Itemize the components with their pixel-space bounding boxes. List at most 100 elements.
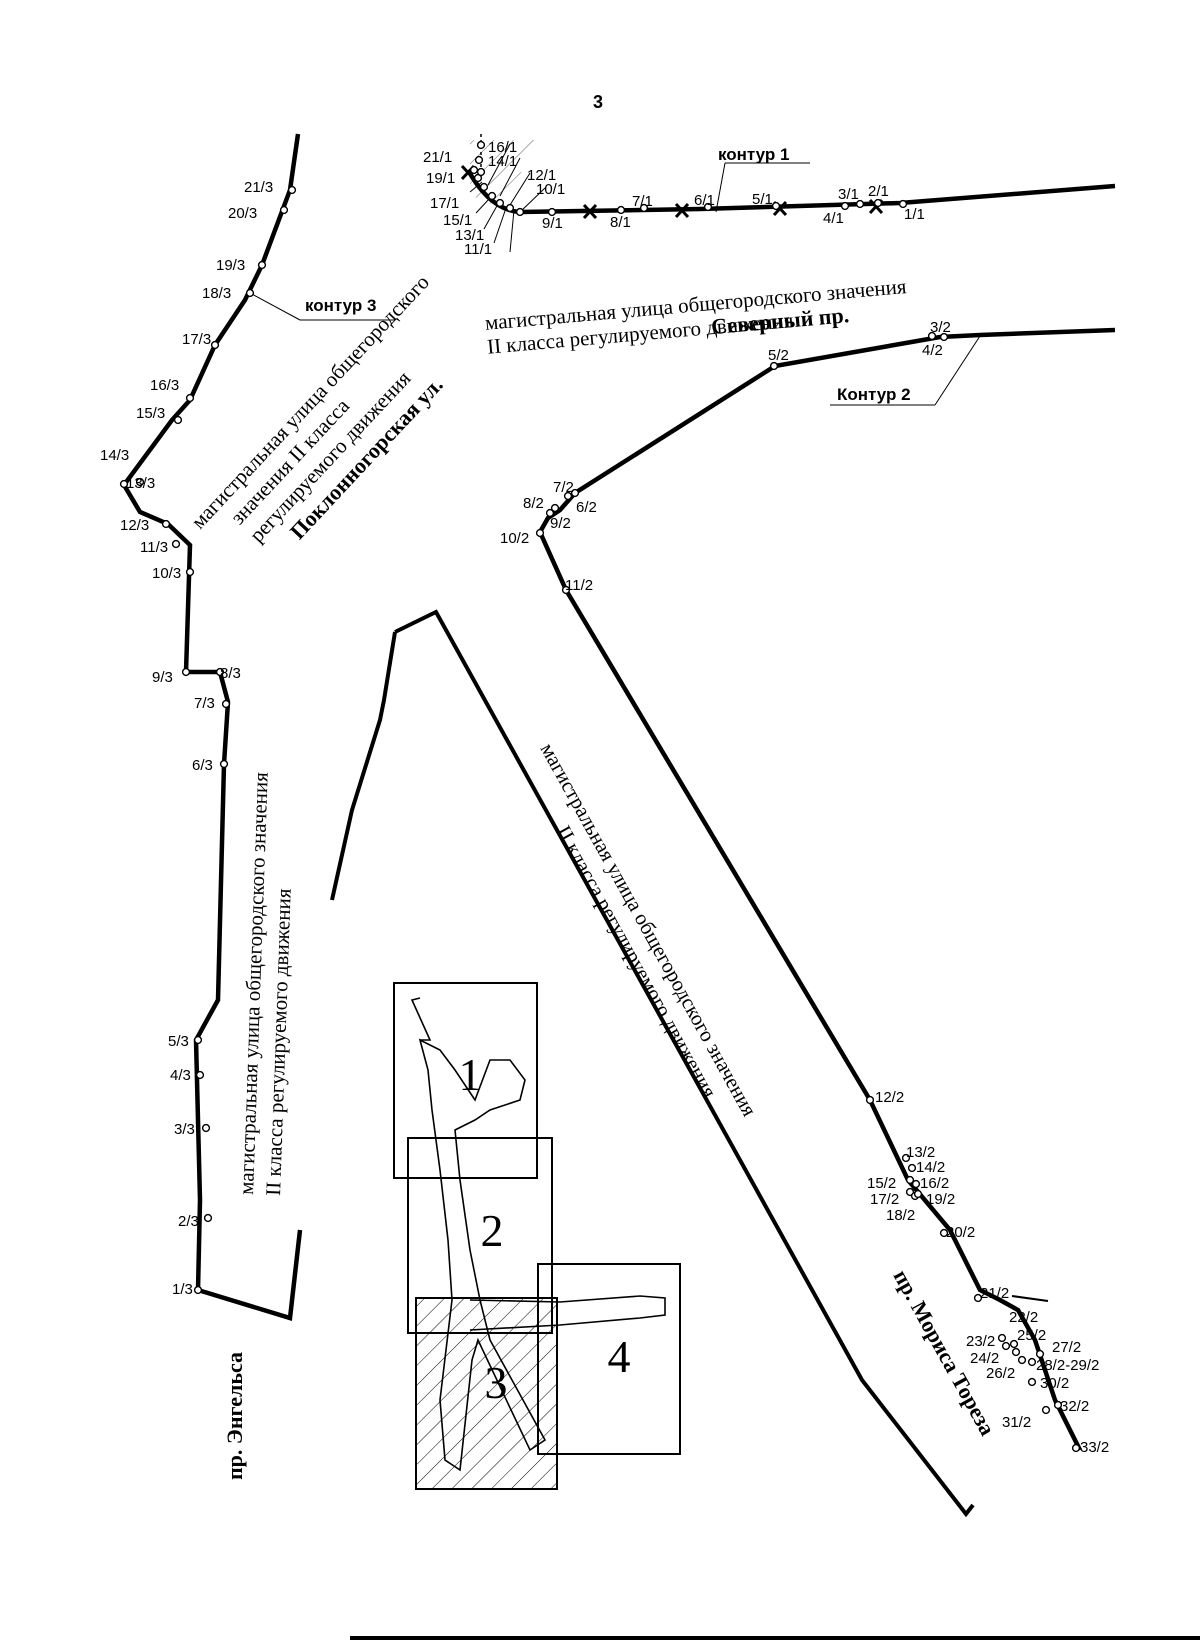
boundary-point-10-2: 10/2 <box>500 528 545 547</box>
boundary-point-label: 9/3 <box>152 669 173 686</box>
boundary-point-8-2: 8/2 <box>523 495 560 513</box>
boundary-point-label: 18/3 <box>202 285 231 302</box>
inset-diagram: 1 2 3 4 <box>393 982 681 1490</box>
boundary-point-31-2: 31/2 <box>1002 1405 1051 1431</box>
boundary-point-marker <box>855 199 865 209</box>
boundary-point-label: 19/3 <box>216 257 245 274</box>
boundary-point-marker <box>545 508 555 518</box>
boundary-point-33-2: 33/2 <box>1071 1439 1109 1456</box>
boundary-point-marker <box>769 361 779 371</box>
boundary-point-6-1: 6/1 <box>694 192 715 212</box>
boundary-point-32-2: 32/2 <box>1053 1398 1089 1415</box>
boundary-point-marker <box>898 199 908 209</box>
boundary-point-label: 9/2 <box>550 515 571 532</box>
boundary-point-marker <box>495 198 505 208</box>
boundary-point-label: 15/3 <box>136 405 165 422</box>
boundary-point-label: 16/1 <box>488 139 517 156</box>
boundary-point-marker <box>505 203 515 213</box>
boundary-point-26-2: 26/2 <box>986 1355 1027 1382</box>
boundary-point-8-1: 8/1 <box>610 205 631 231</box>
boundary-point-4-2: 4/2 <box>922 332 949 359</box>
boundary-point-9-2: 9/2 <box>545 508 571 532</box>
boundary-point-6-2: 6/2 <box>570 488 597 516</box>
boundary-point-label: 20/3 <box>228 205 257 222</box>
boundary-point-marker <box>221 699 231 709</box>
boundary-point-11-2: 11/2 <box>561 577 593 595</box>
boundary-point-label: 18/2 <box>886 1207 915 1224</box>
boundary-point-20-2: 20/2 <box>939 1224 975 1241</box>
boundary-point-17-3: 17/3 <box>182 331 220 350</box>
boundary-point-label: 13/2 <box>906 1144 935 1161</box>
boundary-point-marker <box>474 155 484 165</box>
boundary-point-marker <box>119 479 129 489</box>
boundary-point-marker <box>616 205 626 215</box>
boundary-point-label: 8/1 <box>610 214 631 231</box>
boundary-point-label: 2/1 <box>868 183 889 200</box>
boundary-point-marker <box>185 567 195 577</box>
boundary-point-marker <box>639 203 649 213</box>
boundary-point-label: 11/2 <box>565 577 593 594</box>
boundary-point-label: 20/2 <box>946 1224 975 1241</box>
boundary-point-marker <box>927 331 937 341</box>
boundary-point-label: 3/2 <box>930 319 951 336</box>
boundary-point-21-3: 21/3 <box>244 179 297 196</box>
boundary-point-19-1: 19/1 <box>426 155 484 187</box>
boundary-point-marker <box>203 1213 213 1223</box>
boundary-point-22-2: 22/2 <box>997 1309 1038 1343</box>
boundary-point-16-1: 16/1 <box>476 139 517 177</box>
boundary-point-18-3: 18/3 <box>202 285 255 302</box>
boundary-point-27-2: 27/2 <box>1035 1339 1081 1359</box>
boundary-point-label: 5/1 <box>752 191 773 208</box>
boundary-point-28-2: 28/2-29/2 <box>1027 1357 1099 1374</box>
boundary-point-marker <box>135 477 145 487</box>
boundary-point-marker <box>905 1175 915 1185</box>
boundary-point-marker <box>535 528 545 538</box>
boundary-point-5-2: 5/2 <box>768 347 789 371</box>
boundary-point-label: 19/1 <box>426 170 455 187</box>
boundary-point-label: 12/1 <box>527 167 556 184</box>
boundary-point-5-1: 5/1 <box>752 191 781 211</box>
boundary-point-marker <box>193 1285 203 1295</box>
contour-2-boundary <box>537 327 1116 1452</box>
boundary-point-10-1: 10/1 <box>515 181 565 217</box>
boundary-point-label: 14/2 <box>916 1159 945 1176</box>
boundary-point-marker <box>911 1179 921 1189</box>
boundary-point-marker <box>219 759 229 769</box>
boundary-point-7-2: 7/2 <box>553 479 574 501</box>
boundary-point-marker <box>245 288 255 298</box>
boundary-point-marker <box>287 185 297 195</box>
boundary-point-5-3: 5/3 <box>168 1033 203 1050</box>
boundary-point-marker <box>840 201 850 211</box>
boundary-point-16-2: 16/2 <box>911 1175 949 1192</box>
inset-number-4: 4 <box>608 1331 631 1382</box>
contour-3-boundary <box>121 133 395 1321</box>
boundary-point-1-3: 1/3 <box>172 1281 203 1298</box>
boundary-point-marker <box>1053 1400 1063 1410</box>
boundary-point-15-2: 15/2 <box>867 1175 915 1192</box>
street-type-thorez-2: II класса регулируемого движения <box>552 821 722 1102</box>
boundary-point-label: 27/2 <box>1052 1339 1081 1356</box>
boundary-point-marker <box>1001 1341 1011 1351</box>
contour-3-label: контур 3 <box>305 296 376 315</box>
boundary-point-16-3: 16/3 <box>150 377 195 403</box>
inset-number-2: 2 <box>481 1205 504 1256</box>
boundary-point-1-1: 1/1 <box>898 199 925 223</box>
boundary-point-label: 2/3 <box>178 1213 199 1230</box>
boundary-point-label: 31/2 <box>1002 1414 1031 1431</box>
boundary-point-label: 10/1 <box>536 181 565 198</box>
boundary-point-label: 10/2 <box>500 530 529 547</box>
boundary-point-label: 10/3 <box>152 565 181 582</box>
inset-number-1: 1 <box>459 1049 482 1100</box>
boundary-point-12-1: 12/1 <box>495 167 556 208</box>
boundary-point-14-3: 14/3 <box>100 447 129 489</box>
boundary-point-marker <box>1027 1377 1037 1387</box>
boundary-point-marker <box>279 205 289 215</box>
boundary-point-marker <box>181 667 191 677</box>
boundary-point-marker <box>1071 1443 1081 1453</box>
boundary-point-marker <box>1011 1347 1021 1357</box>
boundary-point-marker <box>547 207 557 217</box>
boundary-point-23-2: 23/2 <box>966 1333 1011 1351</box>
street-name-engelsa: пр. Энгельса <box>222 1352 247 1480</box>
page-number: 3 <box>593 92 603 112</box>
